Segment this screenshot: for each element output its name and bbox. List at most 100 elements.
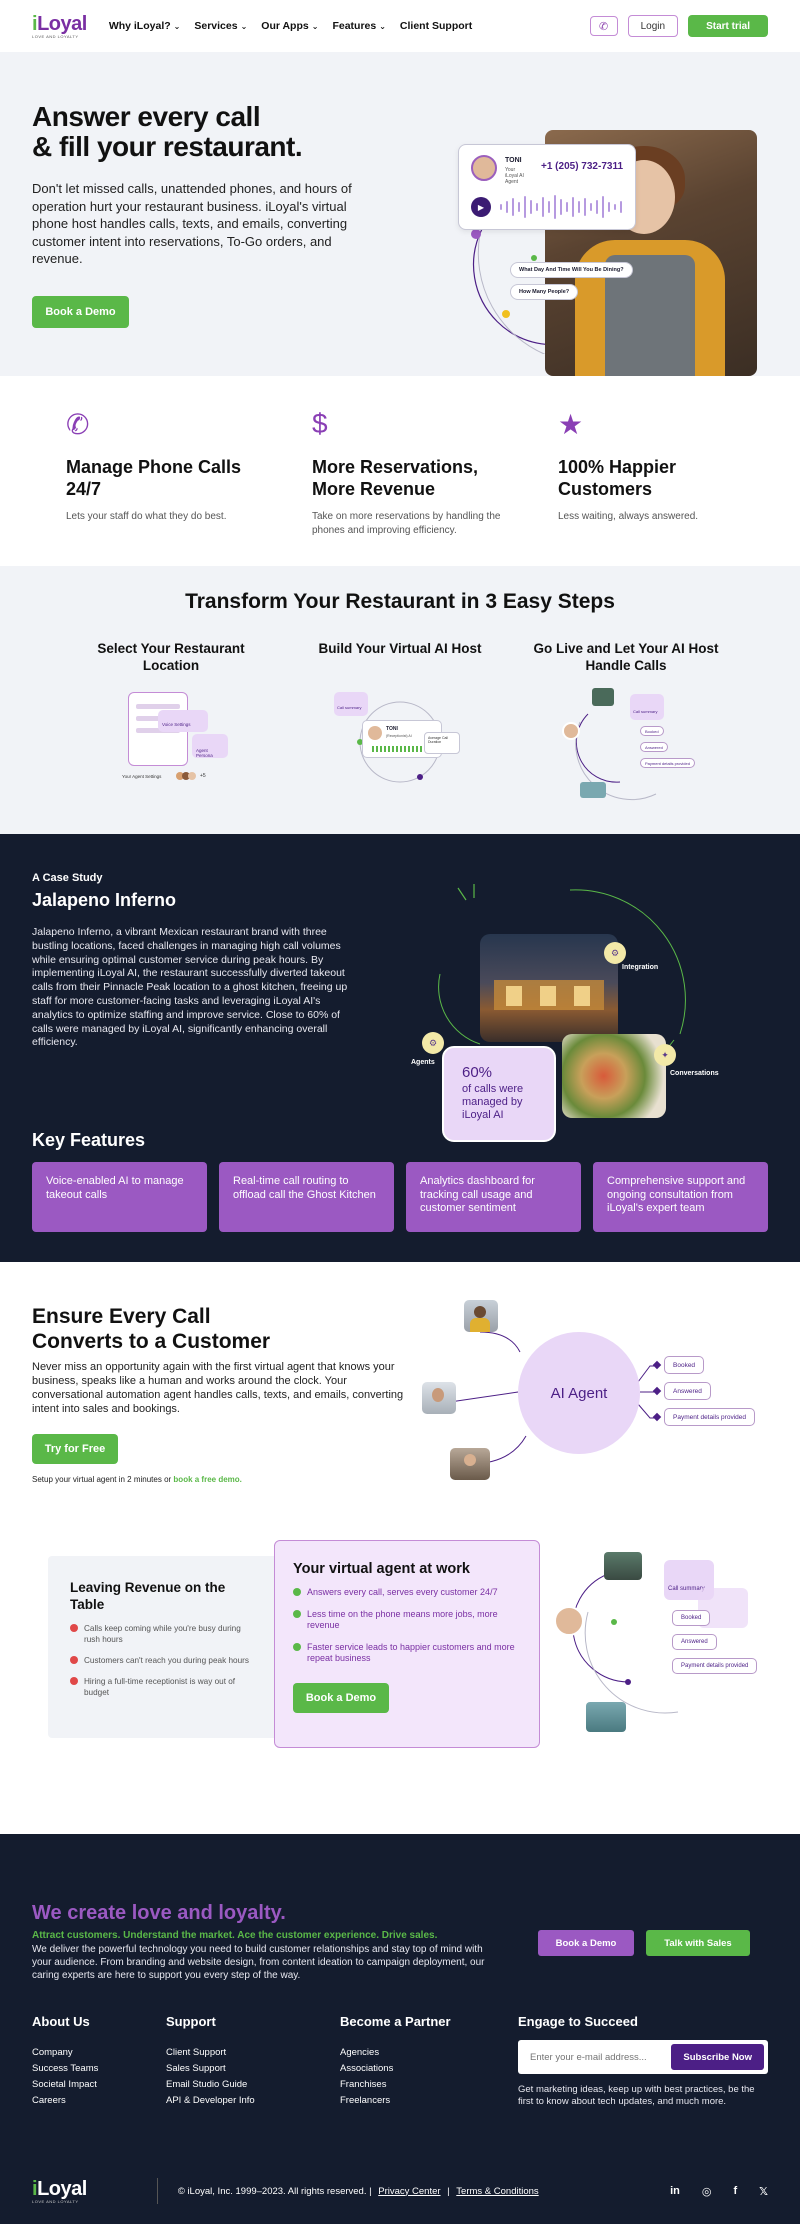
chevron-down-icon: ⌄ — [240, 21, 248, 31]
footer-col-partner: Become a Partner Agencies Associations F… — [340, 2014, 451, 2109]
chat-bubble-dining-time: What Day And Time Will You Be Dining? — [510, 262, 633, 278]
star-icon: ★ — [558, 409, 584, 440]
avatar — [471, 155, 497, 181]
step-select-location: Select Your Restaurant Location — [97, 641, 245, 673]
food-photo — [562, 1034, 666, 1118]
steps-title: Transform Your Restaurant in 3 Easy Step… — [185, 590, 615, 613]
engage-note: Get marketing ideas, keep up with best p… — [518, 2084, 755, 2107]
subscribe-button[interactable]: Subscribe Now — [671, 2044, 764, 2070]
benefit-manage-calls: ✆ Manage Phone Calls 24/7 Lets your staf… — [66, 408, 266, 524]
tag-booked: Booked — [664, 1356, 705, 1374]
stat-card: 60% of calls were managed by iLoyal AI — [442, 1046, 556, 1142]
leaving-revenue-card: Leaving Revenue on the Table Calls keep … — [48, 1556, 280, 1738]
check-icon — [293, 1588, 301, 1596]
footer-link[interactable]: Company — [32, 2047, 73, 2058]
feature-card: Real-time call routing to offload call t… — [219, 1162, 394, 1232]
footer-headline: We create love and loyalty. — [32, 1902, 286, 1924]
footer-bottom-bar: iLoyal LOVE AND LOYALTY © iLoyal, Inc. 1… — [32, 2178, 768, 2204]
footer-link[interactable]: Sales Support — [166, 2063, 226, 2074]
phone-button[interactable]: ✆ — [589, 16, 618, 36]
chevron-down-icon: ⌄ — [173, 21, 181, 31]
footer-link[interactable]: Success Teams — [32, 2063, 99, 2074]
x-icon — [70, 1677, 78, 1685]
footer-logo[interactable]: iLoyal LOVE AND LOYALTY — [32, 2177, 87, 2204]
talk-with-sales-button[interactable]: Talk with Sales — [646, 1930, 750, 1956]
dollar-icon: $ — [312, 408, 328, 439]
case-body: Jalapeno Inferno, a vibrant Mexican rest… — [32, 926, 348, 1049]
start-trial-button[interactable]: Start trial — [688, 15, 768, 37]
label-integration: Integration — [622, 964, 659, 971]
hero-book-demo-button[interactable]: Book a Demo — [32, 296, 129, 328]
social-links: in ◎ f 𝕏 — [670, 2185, 768, 2198]
logo-tagline: LOVE AND LOYALTY — [32, 33, 79, 39]
caller-phone: +1 (205) 732-7311 — [541, 161, 624, 172]
facebook-icon[interactable]: f — [733, 2184, 738, 2197]
book-free-demo-link[interactable]: book a free demo. — [173, 1475, 242, 1484]
footer-col-engage: Engage to Succeed — [518, 2014, 638, 2029]
email-input[interactable] — [530, 2051, 672, 2063]
leaving-title: Leaving Revenue on the Table — [70, 1580, 226, 1612]
footer-book-demo-button[interactable]: Book a Demo — [538, 1930, 634, 1956]
ai-agent-circle: AI Agent — [518, 1332, 640, 1454]
case-illustration: 60% of calls were managed by iLoyal AI ⚙… — [400, 884, 760, 1142]
label-conversations: Conversations — [670, 1070, 719, 1077]
agents-icon: ⚙ — [422, 1032, 444, 1054]
subscribe-form: Subscribe Now — [518, 2040, 768, 2074]
list-item: Calls keep coming while you're busy duri… — [70, 1623, 258, 1645]
footer-link[interactable]: Careers — [32, 2095, 66, 2106]
nav-features[interactable]: Features⌄ — [332, 20, 386, 32]
footer-slogan: Attract customers. Understand the market… — [32, 1930, 438, 1941]
footer-link[interactable]: Agencies — [340, 2047, 380, 2058]
footer-link[interactable]: Societal Impact — [32, 2079, 97, 2090]
agent-card-title: Your virtual agent at work — [293, 1561, 470, 1577]
list-item: Customers can't reach you during peak ho… — [70, 1655, 258, 1666]
instagram-icon[interactable]: ◎ — [701, 2185, 712, 2198]
ensure-illustration: AI Agent Booked Answered Payment details… — [410, 1292, 770, 1492]
list-item: Less time on the phone means more jobs, … — [293, 1609, 521, 1632]
ensure-body: Never miss an opportunity again with the… — [32, 1361, 404, 1415]
try-free-button[interactable]: Try for Free — [32, 1434, 118, 1464]
stat-value: 60% — [462, 1064, 493, 1081]
footer-link[interactable]: Email Studio Guide — [166, 2079, 248, 2090]
footer-link[interactable]: API & Developer Info — [166, 2095, 255, 2106]
step3-illustration: Call summary Booked Answered Payment det… — [560, 686, 700, 806]
hero-illustration: TONI Your iLoyal AI Agent +1 (205) 732-7… — [440, 74, 760, 376]
customer-photo — [464, 1300, 498, 1332]
footer-link[interactable]: Associations — [340, 2063, 394, 2074]
play-icon[interactable]: ▶ — [471, 197, 491, 217]
integration-icon: ⚙ — [604, 942, 626, 964]
benefits-section: ✆ Manage Phone Calls 24/7 Lets your staf… — [0, 376, 800, 566]
nav-our-apps[interactable]: Our Apps⌄ — [261, 20, 319, 32]
feature-card: Analytics dashboard for tracking call us… — [406, 1162, 581, 1232]
privacy-center-link[interactable]: Privacy Center — [378, 2185, 441, 2197]
conversations-icon: ✦ — [654, 1044, 676, 1066]
nav-services[interactable]: Services⌄ — [194, 20, 248, 32]
logo[interactable]: iLoyal LOVE AND LOYALTY — [32, 12, 87, 39]
benefit-more-reservations: $ More Reservations, More Revenue Take o… — [312, 408, 512, 538]
leaving-illustration: Call summary Booked Answered Payment det… — [548, 1552, 768, 1742]
linkedin-icon[interactable]: in — [670, 2184, 680, 2197]
footer-link[interactable]: Freelancers — [340, 2095, 391, 2106]
footer-link[interactable]: Client Support — [166, 2047, 227, 2058]
tag-payment: Payment details provided — [664, 1408, 755, 1426]
terms-link[interactable]: Terms & Conditions — [456, 2185, 539, 2197]
agent-book-demo-button[interactable]: Book a Demo — [293, 1682, 389, 1713]
nav-client-support[interactable]: Client Support — [399, 20, 473, 32]
divider — [156, 2178, 158, 2204]
nav-why-iloyal[interactable]: Why iLoyal?⌄ — [108, 20, 181, 32]
x-icon[interactable]: 𝕏 — [759, 2185, 768, 2198]
caller-card: TONI Your iLoyal AI Agent +1 (205) 732-7… — [458, 144, 636, 230]
login-button[interactable]: Login — [627, 15, 679, 37]
footer-col-support: Support Client Support Sales Support Ema… — [166, 2014, 255, 2109]
footer-link[interactable]: Franchises — [340, 2079, 387, 2090]
feature-card: Voice-enabled AI to manage takeout calls — [32, 1162, 207, 1232]
x-icon — [70, 1624, 78, 1632]
check-icon — [293, 1609, 301, 1618]
step1-illustration: Voice Settings Agent Persona Your Agent … — [116, 686, 256, 806]
key-features-title: Key Features — [32, 1130, 146, 1150]
phone-icon: ✆ — [66, 409, 90, 440]
benefit-happier-customers: ★ 100% Happier Customers Less waiting, a… — [558, 408, 758, 524]
chevron-down-icon: ⌄ — [379, 21, 386, 31]
